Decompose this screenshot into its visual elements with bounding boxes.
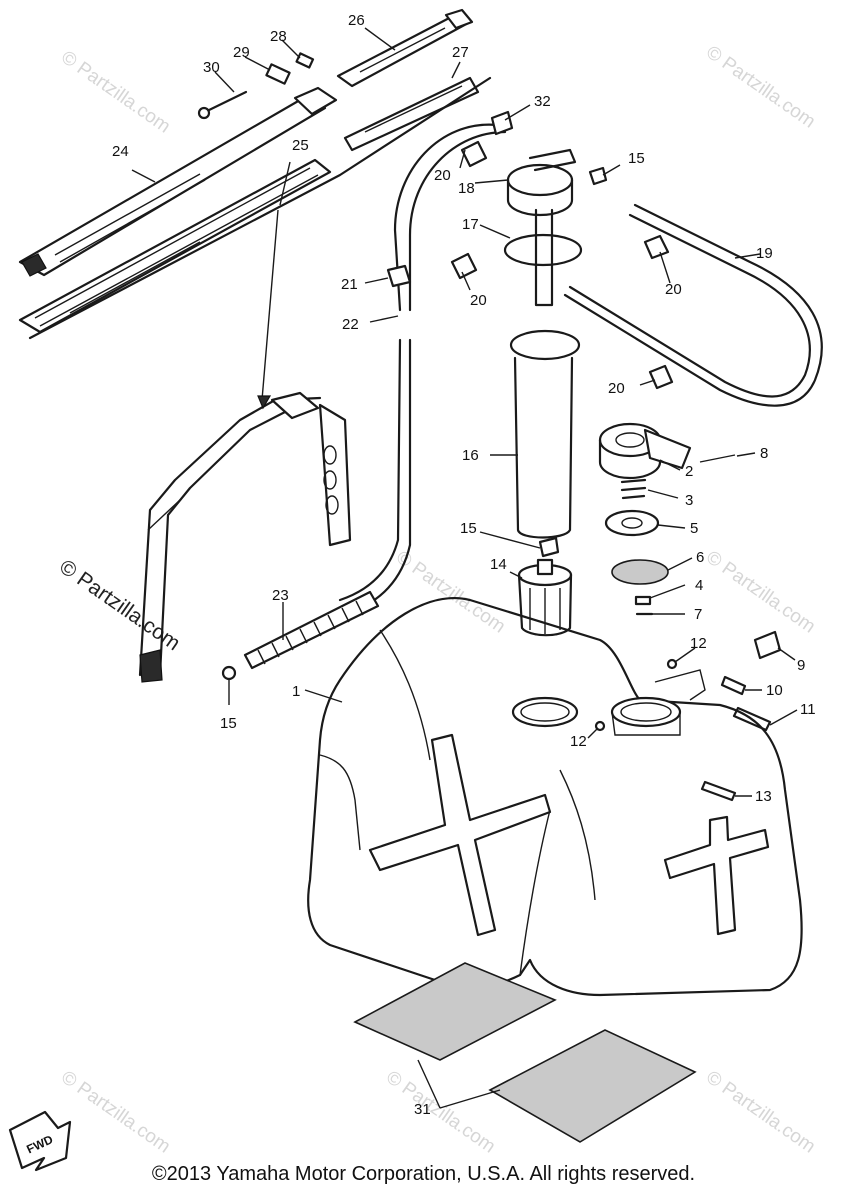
watermark: © Partzilla.com xyxy=(57,1067,174,1158)
clip-20 xyxy=(643,234,670,260)
callout: 24 xyxy=(112,143,129,160)
filter-16 xyxy=(509,329,581,539)
callout: 19 xyxy=(756,245,773,262)
callouts: 1 2 3 4 5 6 7 8 9 10 11 12 12 13 14 15 1… xyxy=(112,12,816,1118)
callout: 2 xyxy=(685,463,693,480)
leader-lines xyxy=(131,27,798,1109)
callout: 16 xyxy=(462,447,479,464)
callout: 17 xyxy=(462,216,479,233)
callout: 6 xyxy=(696,549,704,566)
nut-28 xyxy=(295,52,315,69)
cap-2 xyxy=(598,422,692,480)
gasket-17 xyxy=(503,233,583,267)
strainer-14 xyxy=(517,558,573,637)
fuel-tank-1 xyxy=(307,597,803,997)
callout: 3 xyxy=(685,492,693,509)
callout: 15 xyxy=(220,715,237,732)
callout: 15 xyxy=(628,150,645,167)
collar-29 xyxy=(265,63,291,85)
watermark: © Partzilla.com xyxy=(702,42,819,133)
strap-27 xyxy=(343,76,480,152)
clamp-15 xyxy=(538,536,560,558)
callout: 20 xyxy=(434,167,451,184)
callout: 18 xyxy=(458,180,475,197)
callout: 31 xyxy=(414,1101,431,1118)
pin-13 xyxy=(700,780,737,802)
callout: 1 xyxy=(292,683,300,700)
callout: 5 xyxy=(690,520,698,537)
strap-25 xyxy=(18,76,492,340)
callout: 10 xyxy=(766,682,783,699)
clamp-32 xyxy=(490,110,514,136)
hose-23 xyxy=(243,590,380,670)
callout: 23 xyxy=(272,587,289,604)
callout: 15 xyxy=(460,520,477,537)
callout: 7 xyxy=(694,606,702,623)
callout: 4 xyxy=(695,577,703,594)
clamp-15 xyxy=(221,665,237,681)
spring-8 xyxy=(699,454,736,463)
clip-20 xyxy=(648,364,674,390)
clip-20 xyxy=(450,252,478,280)
callout: 12 xyxy=(570,733,587,750)
callout: 14 xyxy=(490,556,507,573)
callout: 20 xyxy=(470,292,487,309)
callout: 26 xyxy=(348,12,365,29)
link-plate xyxy=(654,669,706,701)
hose-19 xyxy=(563,203,823,407)
watermark: © Partzilla.com xyxy=(702,547,819,638)
bracket-9 xyxy=(753,630,782,660)
clamp-21 xyxy=(386,264,412,288)
callout: 27 xyxy=(452,44,469,61)
watermark: © Partzilla.com xyxy=(702,1067,819,1158)
hose-22 xyxy=(338,123,507,614)
callout: 20 xyxy=(608,380,625,397)
pad-31 xyxy=(488,1029,697,1143)
callout: 30 xyxy=(203,59,220,76)
watermark: © Partzilla.com xyxy=(382,1067,499,1158)
callout: 11 xyxy=(800,701,816,718)
callout: 32 xyxy=(534,93,551,110)
fwd-arrow: FWD xyxy=(8,1110,72,1172)
bolt-30 xyxy=(197,90,248,120)
screw-12 xyxy=(666,658,678,670)
callout: 22 xyxy=(342,316,359,333)
pickup-18 xyxy=(506,148,577,307)
washer-6 xyxy=(611,559,669,585)
callout: 28 xyxy=(270,28,287,45)
pin-4 xyxy=(634,595,652,606)
seal-5 xyxy=(604,509,660,537)
callout: 13 xyxy=(755,788,772,805)
callout: 29 xyxy=(233,44,250,61)
watermark: © Partzilla.com xyxy=(57,47,174,138)
clip-20 xyxy=(460,140,488,168)
callout: 12 xyxy=(690,635,707,652)
callout: 9 xyxy=(797,657,805,674)
clamp-15 xyxy=(588,166,608,186)
callout: 25 xyxy=(292,137,309,154)
bracket xyxy=(138,209,352,683)
copyright-notice: ©2013 Yamaha Motor Corporation, U.S.A. A… xyxy=(151,1163,696,1185)
spring-3 xyxy=(620,478,647,500)
strap-26 xyxy=(336,8,474,88)
bolt-10 xyxy=(720,675,747,696)
callout: 8 xyxy=(760,445,768,462)
strap-24 xyxy=(18,86,338,277)
callout: 21 xyxy=(341,276,358,293)
callout: 20 xyxy=(665,281,682,298)
pad-31 xyxy=(353,962,557,1061)
